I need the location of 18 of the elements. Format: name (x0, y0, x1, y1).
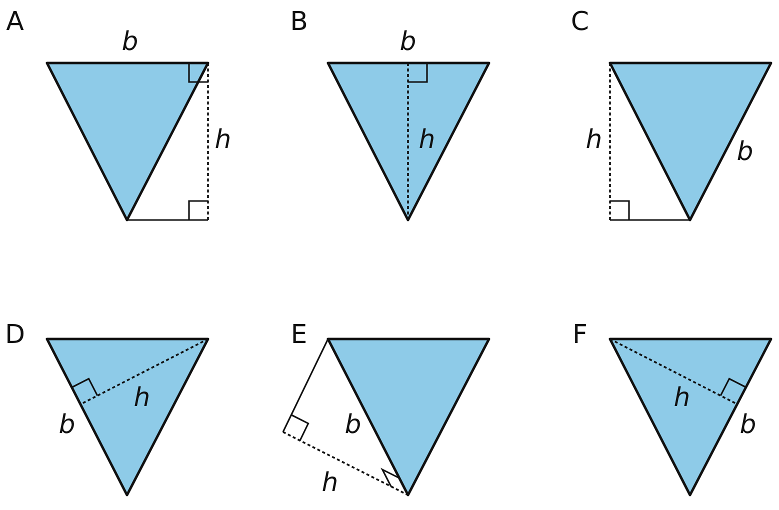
panel-letter: D (4, 322, 26, 348)
panel-letter: A (6, 9, 24, 35)
panel-letter: E (290, 322, 308, 348)
height-label: h (322, 470, 338, 496)
panel-letter: C (570, 9, 590, 35)
panel-letter: B (290, 9, 308, 35)
height-label: h (674, 385, 690, 411)
height-label: h (586, 127, 602, 153)
height-label: h (418, 127, 436, 153)
side-label: b (344, 412, 362, 438)
height-label: h (214, 127, 232, 153)
panel-letter: F (572, 322, 588, 348)
side-label: b (400, 29, 416, 55)
side-label: b (736, 139, 754, 165)
side-label: b (58, 412, 76, 438)
side-label: b (122, 29, 138, 55)
side-label: b (740, 412, 756, 438)
height-label: h (134, 385, 150, 411)
